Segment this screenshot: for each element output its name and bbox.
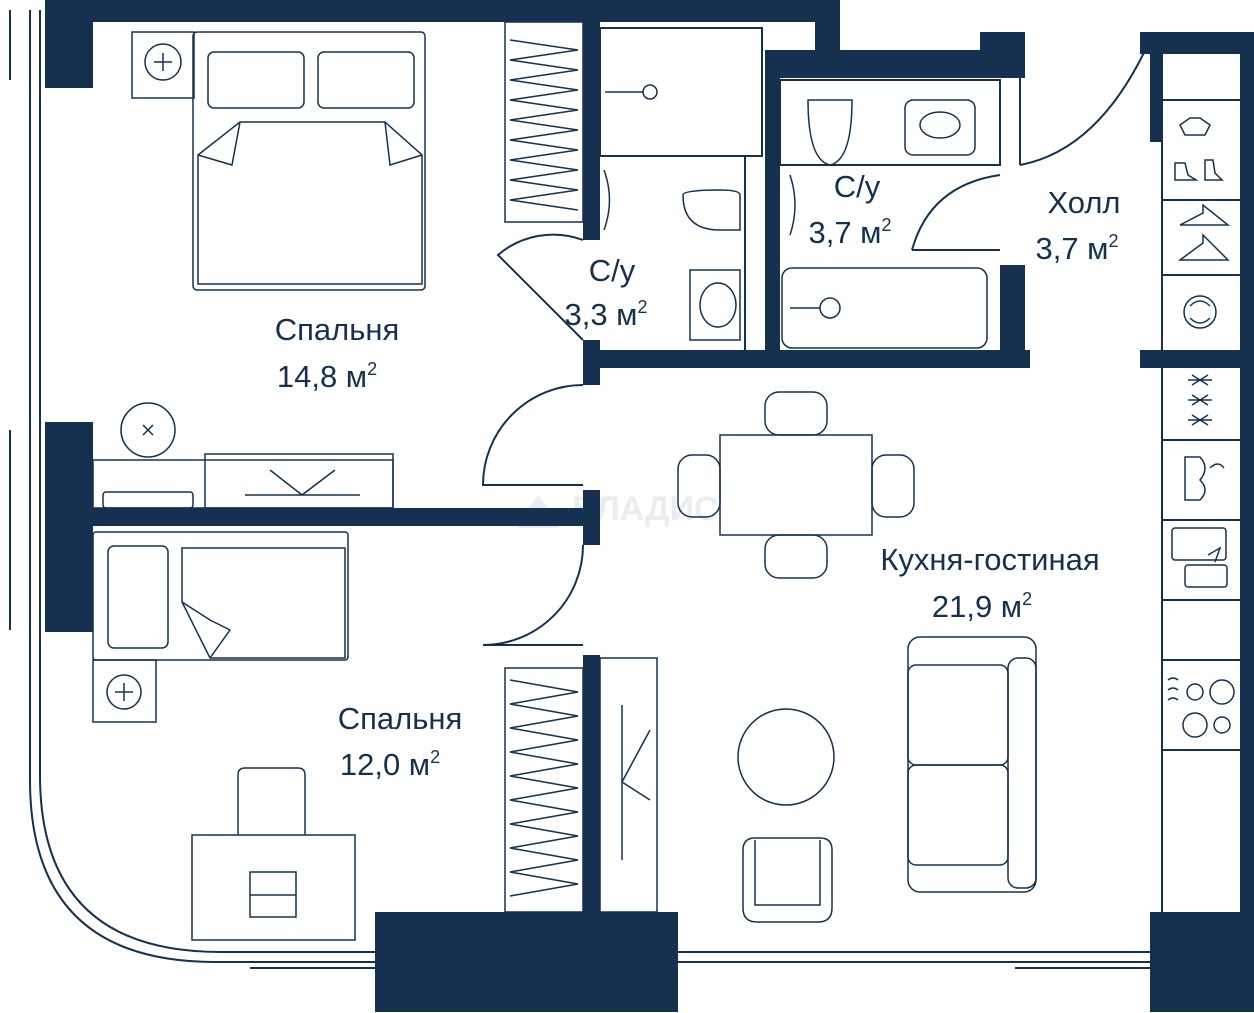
doors: [481, 39, 1151, 646]
hall-unit-power: 2: [1109, 231, 1119, 251]
single-bed: [92, 531, 349, 661]
bath2-unit-power: 2: [882, 215, 892, 235]
inner-lines: [599, 27, 1240, 912]
svg-text:3,7 м2: 3,7 м2: [1035, 231, 1118, 266]
hall-area: 3,7 м: [1035, 231, 1108, 266]
room-label-bath2: С/у 3,7 м2: [808, 169, 891, 250]
kitchen-area: 21,9 м: [932, 589, 1022, 624]
bedroom1-area: 14,8 м: [277, 359, 367, 394]
svg-text:14,8 м2: 14,8 м2: [277, 359, 377, 394]
svg-text:3,7 м2: 3,7 м2: [808, 215, 891, 250]
hall-name: Холл: [1047, 185, 1120, 220]
kitchen-name: Кухня-гостиная: [880, 542, 1099, 577]
coffee-table: [737, 708, 835, 806]
bath2-fixtures: [781, 99, 988, 349]
bath1-fixtures: [603, 84, 741, 341]
bath1-area: 3,3 м: [564, 297, 637, 332]
room-label-bath1: С/у 3,3 м2: [564, 253, 647, 332]
wardrobe-bottom: [504, 667, 584, 913]
facade-lines: [9, 10, 1150, 969]
room-label-hall: Холл 3,7 м2: [1035, 185, 1120, 266]
walls: [45, 0, 1254, 1012]
svg-text:3,3 м2: 3,3 м2: [564, 297, 647, 332]
bath2-name: С/у: [834, 169, 881, 204]
dining-set: [677, 391, 915, 579]
work-desk: [191, 767, 356, 941]
tv-cabinet: [599, 657, 658, 913]
bath2-area: 3,7 м: [808, 215, 881, 250]
wardrobe-top: [504, 21, 584, 223]
bedroom2-name: Спальня: [338, 701, 463, 736]
room-label-kitchen: Кухня-гостиная 21,9 м2: [880, 542, 1099, 624]
armchair: [742, 837, 833, 923]
svg-text:12,0 м2: 12,0 м2: [340, 747, 440, 782]
room-label-bedroom1: Спальня 14,8 м2: [275, 312, 400, 394]
nightstand-icon: [131, 31, 195, 99]
sofa: [907, 636, 1037, 893]
bedroom1-name: Спальня: [275, 312, 400, 347]
room-label-bedroom2: Спальня 12,0 м2: [338, 701, 463, 782]
svg-text:21,9 м2: 21,9 м2: [932, 589, 1032, 624]
bath1-name: С/у: [589, 253, 636, 288]
kitchen-icons: [1167, 374, 1235, 738]
nightstand2-icon: [92, 659, 157, 723]
bath1-unit-power: 2: [638, 297, 648, 317]
desk-bedroom1: [92, 402, 394, 509]
double-bed: [192, 31, 426, 291]
hall-wardrobe-icons: [1174, 117, 1231, 329]
bedroom2-unit-power: 2: [430, 747, 440, 767]
kitchen-unit-power: 2: [1022, 589, 1032, 609]
bedroom1-unit-power: 2: [367, 359, 377, 379]
bedroom2-area: 12,0 м: [340, 747, 430, 782]
